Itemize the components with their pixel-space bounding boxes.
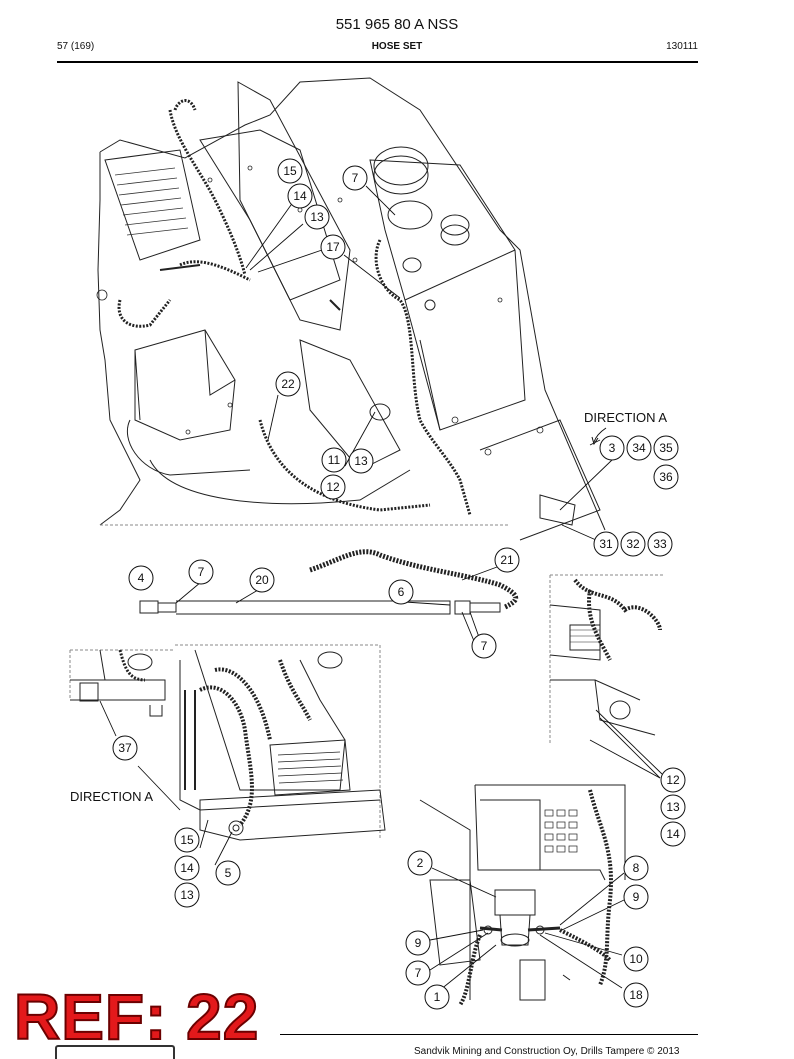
callout-15: 15 <box>180 833 194 847</box>
date-code: 130111 <box>666 41 698 52</box>
callout-7: 7 <box>352 171 359 185</box>
header-rule <box>57 61 698 63</box>
callout-13: 13 <box>354 454 368 468</box>
callout-1: 1 <box>434 990 441 1004</box>
upper-assembly-view <box>96 77 606 541</box>
callout-17: 17 <box>326 240 340 254</box>
leader-lines <box>99 185 663 991</box>
callout-31: 31 <box>599 537 613 551</box>
callout-20: 20 <box>255 573 269 587</box>
callout-14: 14 <box>666 827 680 841</box>
footer-copyright: Sandvik Mining and Construction Oy, Dril… <box>414 1046 680 1057</box>
callout-18: 18 <box>629 988 643 1002</box>
callout-14: 14 <box>293 189 307 203</box>
callout-22: 22 <box>281 377 295 391</box>
page-number: 57 (169) <box>57 41 95 52</box>
callout-circles <box>112 158 686 1010</box>
callout-5: 5 <box>225 866 232 880</box>
callout-9: 9 <box>633 890 640 904</box>
right-inset-view-1 <box>549 574 665 745</box>
callout-4: 4 <box>138 571 145 585</box>
callout-14: 14 <box>180 861 194 875</box>
direction-arrow-head <box>591 436 599 446</box>
callout-34: 34 <box>632 441 646 455</box>
callout-13: 13 <box>180 888 194 902</box>
callout-10: 10 <box>629 952 643 966</box>
callout-2: 2 <box>417 856 424 870</box>
callout-33: 33 <box>653 537 667 551</box>
callout-3: 3 <box>609 441 616 455</box>
ref-stamp: REF: 22 <box>13 981 260 1053</box>
callout-8: 8 <box>633 861 640 875</box>
callout-7: 7 <box>481 639 488 653</box>
direction-label-upper: DIRECTION A <box>584 410 667 425</box>
callout-9: 9 <box>415 936 422 950</box>
callout-21: 21 <box>500 553 514 567</box>
callout-36: 36 <box>659 470 673 484</box>
logo-fragment <box>55 1045 175 1059</box>
callout-37: 37 <box>118 741 132 755</box>
lower-left-view <box>69 644 386 841</box>
callout-numbers: 15 14 13 7 17 22 11 13 12 3 34 35 36 31 … <box>118 164 680 1004</box>
document-number: 551 965 80 A NSS <box>335 16 459 33</box>
section-title: HOSE SET <box>371 41 423 52</box>
callout-6: 6 <box>398 585 405 599</box>
callout-7: 7 <box>198 565 205 579</box>
direction-label-lower: DIRECTION A <box>70 789 153 804</box>
callout-7: 7 <box>415 966 422 980</box>
direction-arrow <box>593 427 607 443</box>
footer-rule <box>280 1034 698 1035</box>
lower-right-view <box>419 784 626 1007</box>
callout-13: 13 <box>310 210 324 224</box>
callout-12: 12 <box>326 480 340 494</box>
callout-15: 15 <box>283 164 297 178</box>
callout-12: 12 <box>666 773 680 787</box>
callout-11: 11 <box>328 453 341 467</box>
callout-32: 32 <box>626 537 640 551</box>
callout-35: 35 <box>659 441 673 455</box>
hose-detail-view <box>139 549 519 615</box>
callout-13: 13 <box>666 800 680 814</box>
